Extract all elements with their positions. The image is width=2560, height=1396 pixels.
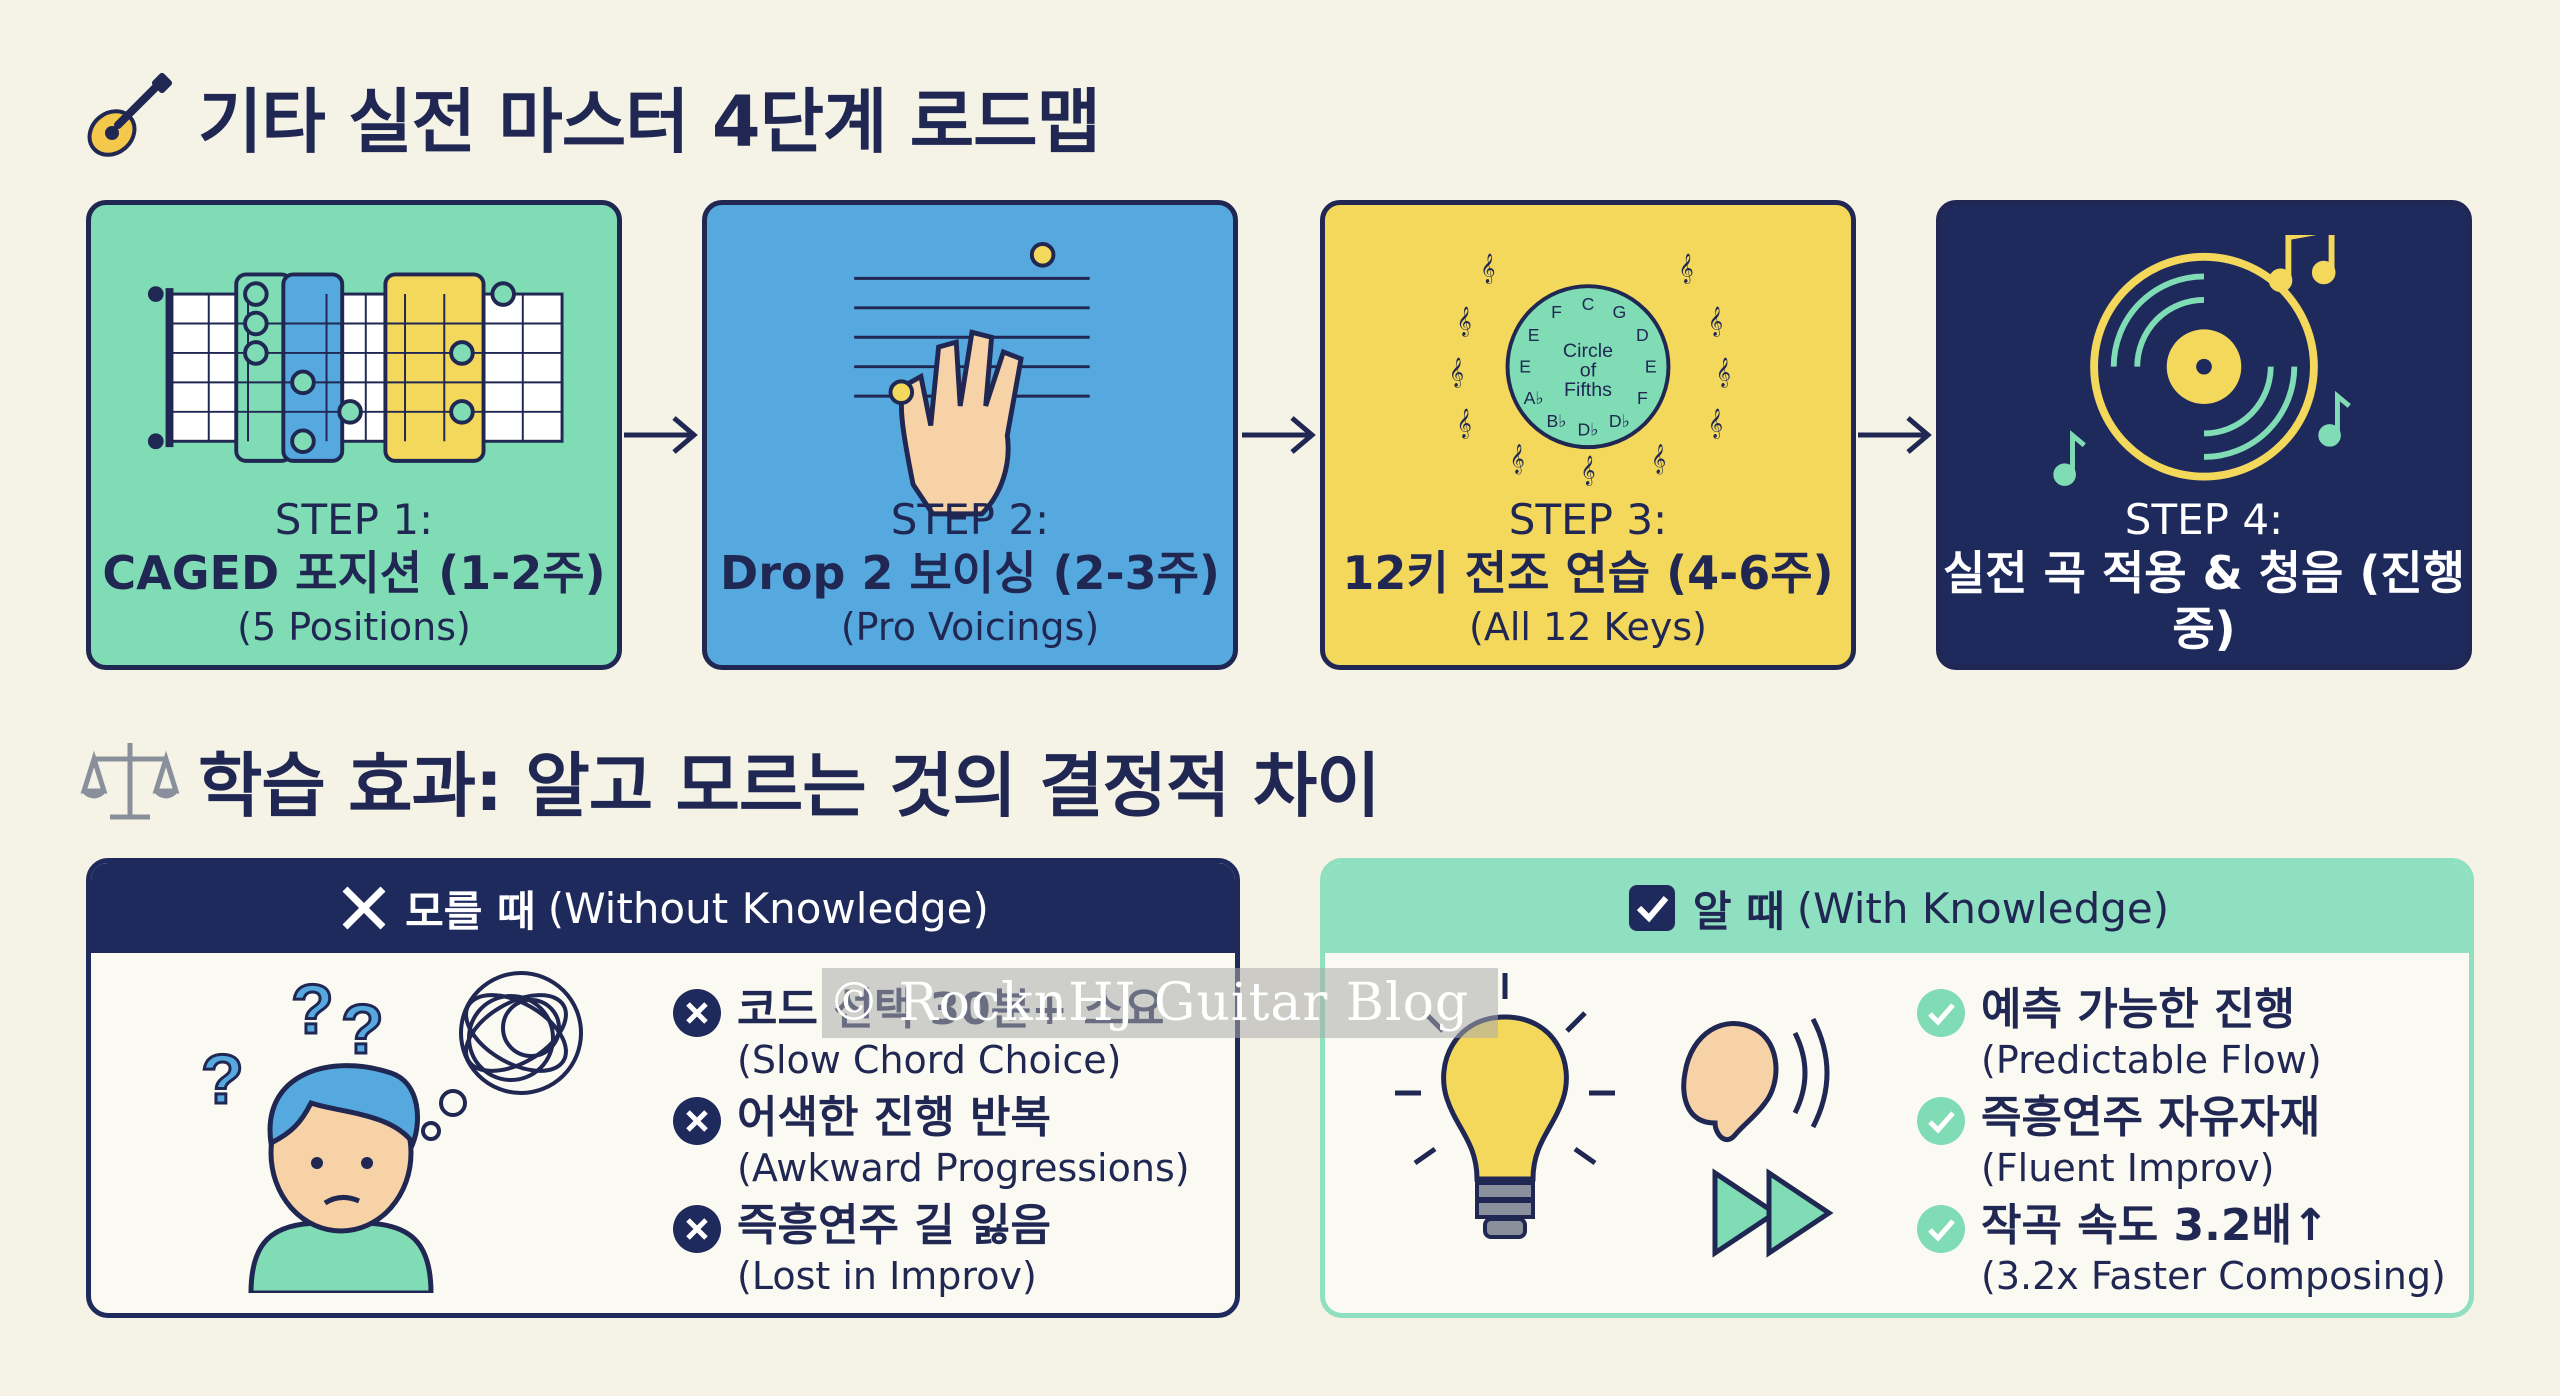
x-circle-icon <box>673 1097 721 1145</box>
panel-header-eng: (Without Knowledge) <box>547 883 989 933</box>
item-eng: (Slow Chord Choice) <box>737 1038 1122 1082</box>
step-label: STEP 3: <box>1508 495 1668 544</box>
svg-text:𝄞: 𝄞 <box>1716 356 1731 388</box>
circle-note-label: D♭ <box>1577 419 1598 439</box>
item-eng: (Predictable Flow) <box>1981 1038 2322 1082</box>
circle-note-label: B♭ <box>1547 411 1567 431</box>
item-kor: 예측 가능한 진행 <box>1981 984 2295 1035</box>
svg-text:𝄞: 𝄞 <box>1679 252 1694 284</box>
panel-header-eng: (With Knowledge) <box>1796 883 2170 933</box>
x-circle-icon <box>673 989 721 1037</box>
step-card-4: STEP 4: 실전 곡 적용 & 청음 (진행중) (Real Songs &… <box>1936 200 2472 670</box>
step-title: 12키 전조 연습 (4-6주) <box>1342 546 1834 600</box>
step-label: STEP 1: <box>274 495 434 544</box>
step-caption: (5 Positions) <box>237 605 471 649</box>
watermark: © RocknHJ Guitar Blog <box>822 968 1498 1038</box>
list-item: 예측 가능한 진행 (Predictable Flow) <box>1915 983 2446 1083</box>
item-kor: 작곡 속도 3.2배↑ <box>1981 1200 2329 1251</box>
step-label: STEP 2: <box>890 495 1050 544</box>
svg-text:?: ? <box>291 970 334 1048</box>
item-kor: 즉흥연주 자유자재 <box>1981 1092 2321 1143</box>
svg-text:𝄞: 𝄞 <box>1580 455 1595 487</box>
step-card-1: STEP 1: CAGED 포지션 (1-2주) (5 Positions) <box>86 200 622 670</box>
item-eng: (Awkward Progressions) <box>737 1146 1190 1190</box>
with-list: 예측 가능한 진행 (Predictable Flow) 즉흥연주 자유자재 (… <box>1915 983 2446 1307</box>
svg-text:𝄞: 𝄞 <box>1457 305 1472 337</box>
item-kor: 어색한 진행 반복 <box>737 1092 1051 1143</box>
arrow-right-icon <box>624 416 698 454</box>
list-item: 즉흥연주 자유자재 (Fluent Improv) <box>1915 1091 2446 1191</box>
item-kor: 즉흥연주 길 잃음 <box>737 1200 1051 1251</box>
check-circle-icon <box>1917 1097 1965 1145</box>
svg-text:𝄞: 𝄞 <box>1510 443 1525 475</box>
step-label: STEP 4: <box>2124 495 2284 544</box>
panel-header-kor: 모를 때 <box>405 886 536 936</box>
svg-text:?: ? <box>201 1040 244 1118</box>
lightbulb-icon <box>1395 973 1615 1239</box>
list-item: 어색한 진행 반복 (Awkward Progressions) <box>671 1091 1190 1191</box>
insight-icons <box>1395 973 1834 1258</box>
step-caption: (Real Songs & Ear Training) <box>1941 657 2467 665</box>
svg-text:?: ? <box>341 990 384 1068</box>
step-caption: (All 12 Keys) <box>1469 605 1707 649</box>
svg-text:𝄞: 𝄞 <box>1480 252 1495 284</box>
checkbox-icon <box>1628 885 1675 931</box>
circle-note-label: D <box>1636 325 1649 345</box>
circle-center-line: Circle <box>1563 340 1613 362</box>
circle-note-label: C <box>1582 294 1595 314</box>
confused-person-icon: ??? <box>200 969 583 1293</box>
circle-note-label: E <box>1528 325 1540 345</box>
title-text: 기타 실전 마스터 4단계 로드맵 <box>198 81 1101 163</box>
item-eng: (Fluent Improv) <box>1981 1146 2275 1190</box>
with-knowledge-panel: 알 때 (With Knowledge) <box>1320 858 2474 1318</box>
circle-note-label: E <box>1519 357 1531 377</box>
x-circle-icon <box>673 1205 721 1253</box>
arrow-right-icon <box>1858 416 1932 454</box>
guitar-icon <box>87 72 173 157</box>
svg-text:𝄞: 𝄞 <box>1457 407 1472 439</box>
circle-note-label: A♭ <box>1524 388 1544 408</box>
svg-text:𝄞: 𝄞 <box>1708 305 1723 337</box>
circle-note-label: D♭ <box>1609 411 1630 431</box>
check-circle-icon <box>1917 989 1965 1037</box>
step-card-2: STEP 2: Drop 2 보이싱 (2-3주) (Pro Voicings) <box>702 200 1238 670</box>
circle-center-line: Fifths <box>1564 379 1612 401</box>
step-caption: (Pro Voicings) <box>840 605 1100 649</box>
section-title: 학습 효과: 알고 모르는 것의 결정적 차이 <box>80 730 1381 831</box>
circle-note-label: F <box>1637 388 1648 408</box>
page-title: 기타 실전 마스터 4단계 로드맵 <box>80 66 1101 167</box>
svg-text:𝄞: 𝄞 <box>1651 443 1666 475</box>
hand-chord-icon <box>854 242 1090 517</box>
item-eng: (Lost in Improv) <box>737 1254 1037 1298</box>
panel-header-kor: 알 때 <box>1692 886 1785 936</box>
vinyl-record-icon <box>2053 235 2351 486</box>
panel-header: 모를 때 (Without Knowledge) <box>91 863 1235 953</box>
list-item: 즉흥연주 길 잃음 (Lost in Improv) <box>671 1199 1190 1299</box>
ear-icon <box>1681 1017 1830 1143</box>
close-icon <box>342 886 386 930</box>
without-knowledge-panel: 모를 때 (Without Knowledge) ??? 코드 선택 30분+ … <box>86 858 1240 1318</box>
circle-note-label: E <box>1645 357 1657 377</box>
fast-forward-icon <box>1712 1168 1834 1258</box>
item-eng: (3.2x Faster Composing) <box>1981 1254 2446 1298</box>
svg-text:𝄞: 𝄞 <box>1449 356 1464 388</box>
balance-scale-icon <box>80 742 180 819</box>
arrow-right-icon <box>1242 416 1316 454</box>
circle-note-label: F <box>1551 302 1562 322</box>
check-circle-icon <box>1917 1205 1965 1253</box>
panel-header: 알 때 (With Knowledge) <box>1325 863 2469 953</box>
step-title: 실전 곡 적용 & 청음 (진행중) <box>1942 546 2466 656</box>
step-title: Drop 2 보이싱 (2-3주) <box>720 546 1220 600</box>
circle-center-line: of <box>1580 359 1597 381</box>
step-title: CAGED 포지션 (1-2주) <box>102 546 606 600</box>
list-item: 작곡 속도 3.2배↑ (3.2x Faster Composing) <box>1915 1199 2446 1299</box>
section-title-text: 학습 효과: 알고 모르는 것의 결정적 차이 <box>198 745 1381 827</box>
circle-note-label: G <box>1613 302 1627 322</box>
svg-text:𝄞: 𝄞 <box>1708 407 1723 439</box>
fretboard-icon <box>147 272 564 463</box>
